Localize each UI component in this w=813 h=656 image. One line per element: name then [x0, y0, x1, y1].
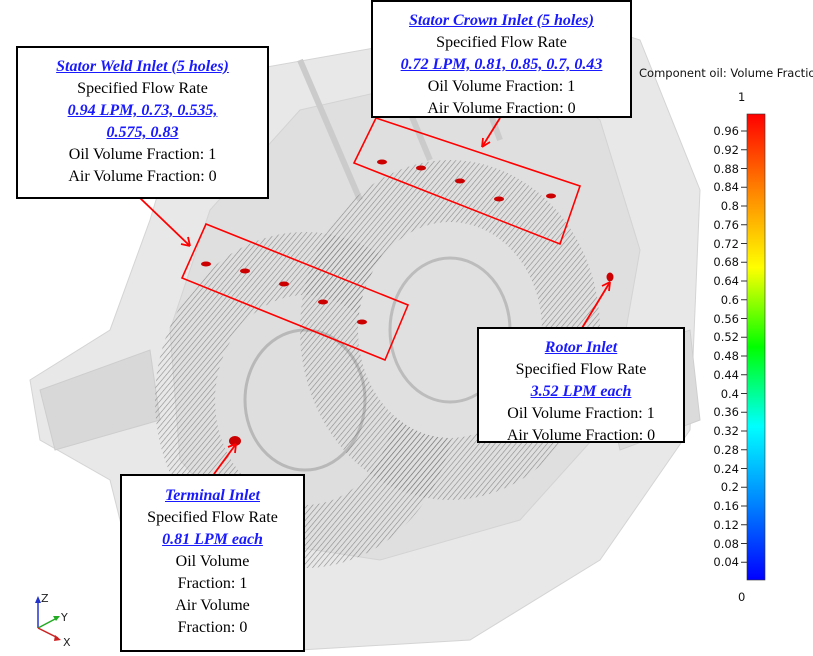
- colorbar-tick-label: 0.12: [713, 517, 739, 532]
- colorbar-tick-label: 0.96: [713, 124, 739, 138]
- colorbar-tick-label: 0.76: [713, 217, 739, 232]
- colorbar-tick-label: 0.48: [713, 349, 739, 363]
- stator-weld-flow-rate-2: 0.575, 0.83: [106, 124, 179, 141]
- colorbar-tick-label: 0.72: [713, 236, 739, 251]
- terminal-air-fraction-2: Fraction: 0: [177, 619, 248, 636]
- colorbar-tick-label: 0.8: [720, 199, 739, 213]
- colorbar-tick-label: 0.04: [713, 555, 739, 570]
- colorbar-tick-label: 0.08: [713, 536, 739, 551]
- stator-crown-inlets: [377, 159, 556, 202]
- colorbar-tick-label: 0.68: [713, 255, 739, 270]
- stator-crown-holes-box: [352, 117, 582, 246]
- colorbar-tick-label: 0.28: [713, 442, 739, 457]
- terminal-oil-fraction-1: Oil Volume: [175, 553, 250, 570]
- stator-crown-air-fraction: Air Volume Fraction: 0: [427, 100, 576, 117]
- colorbar-tick-label: 0.2: [720, 480, 739, 495]
- rotor-inlet-callout: Rotor Inlet Specified Flow Rate 3.52 LPM…: [477, 327, 685, 444]
- colorbar-tick-label: 0.64: [713, 274, 739, 288]
- colorbar-tick-label: 0.92: [713, 142, 739, 157]
- terminal-flow-rate: 0.81 LPM each: [162, 531, 263, 548]
- terminal-oil-fraction-2: Fraction: 1: [177, 575, 248, 592]
- callout-arrows: [139, 117, 611, 475]
- colorbar-tick-label: 0.44: [713, 367, 739, 382]
- colorbar-tick-label: 0.32: [713, 424, 739, 438]
- colorbar-bar: [746, 113, 766, 581]
- terminal-air-fraction-1: Air Volume: [175, 597, 250, 614]
- colorbar-tick-label: 0.52: [713, 330, 739, 345]
- axis-label-y: Y: [61, 611, 68, 624]
- rotor-flow-rate: 3.52 LPM each: [530, 383, 632, 400]
- terminal-spec-label: Specified Flow Rate: [147, 509, 278, 526]
- axis-label-x: X: [63, 636, 71, 649]
- colorbar-tick-label: 0.36: [713, 405, 739, 420]
- rotor-spec-label: Specified Flow Rate: [515, 361, 647, 378]
- colorbar-max-label: 1: [738, 90, 746, 104]
- stator-weld-air-fraction: Air Volume Fraction: 0: [68, 168, 217, 185]
- rotor-oil-fraction: Oil Volume Fraction: 1: [507, 405, 655, 422]
- rotor-air-fraction: Air Volume Fraction: 0: [506, 427, 656, 444]
- terminal-inlet-callout: Terminal Inlet Specified Flow Rate 0.81 …: [120, 474, 305, 652]
- terminal-inlet-marker: [229, 436, 241, 446]
- stator-crown-flow-rate: 0.72 LPM, 0.81, 0.85, 0.7, 0.43: [400, 56, 603, 73]
- stator-crown-inlet-callout: Stator Crown Inlet (5 holes) Specified F…: [371, 0, 632, 118]
- stator-weld-inlets: [201, 261, 367, 325]
- stator-weld-spec-label: Specified Flow Rate: [77, 80, 208, 97]
- colorbar-tick-label: 0.84: [713, 180, 739, 195]
- colorbar-title: Component oil: Volume Fraction: [639, 66, 813, 80]
- stator-weld-flow-rate-1: 0.94 LPM, 0.73, 0.535,: [67, 102, 218, 119]
- rotor-inlet-title: Rotor Inlet: [544, 339, 618, 356]
- colorbar-tick-label: 0.4: [720, 386, 739, 401]
- colorbar-tick-label: 0.88: [713, 161, 739, 176]
- stator-weld-holes-box: [180, 222, 410, 362]
- colorbar-min-label: 0: [738, 590, 746, 604]
- axis-label-z: Z: [41, 592, 49, 605]
- stator-weld-oil-fraction: Oil Volume Fraction: 1: [68, 146, 217, 163]
- stator-crown-spec-label: Specified Flow Rate: [436, 34, 567, 51]
- rotor-inlet-marker: [606, 272, 614, 282]
- terminal-inlet-title: Terminal Inlet: [165, 487, 260, 504]
- colorbar-tick-label: 0.56: [713, 311, 739, 326]
- stator-weld-inlet-callout: Stator Weld Inlet (5 holes) Specified Fl…: [16, 46, 269, 199]
- stator-crown-oil-fraction: Oil Volume Fraction: 1: [427, 78, 576, 95]
- colorbar-tick-label: 0.16: [713, 499, 739, 513]
- stator-crown-inlet-title: Stator Crown Inlet (5 holes): [409, 12, 594, 29]
- colorbar-tick-label: 0.24: [713, 461, 739, 476]
- stator-weld-inlet-title: Stator Weld Inlet (5 holes): [56, 58, 229, 75]
- colorbar-tick-label: 0.6: [720, 292, 739, 307]
